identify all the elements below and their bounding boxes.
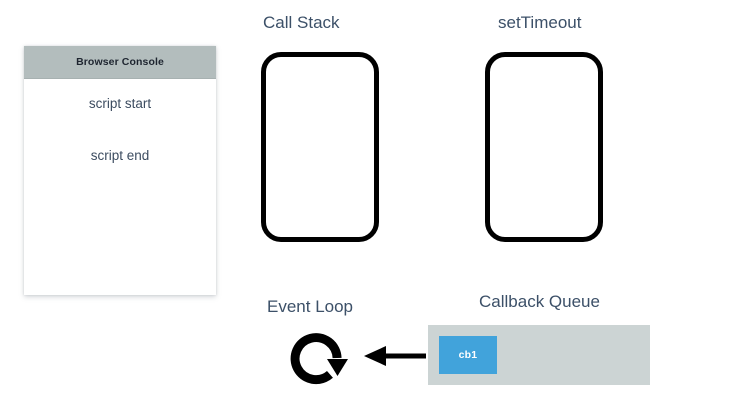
callback-queue-box: cb1 <box>428 325 650 385</box>
callback-queue-title: Callback Queue <box>479 292 600 311</box>
console-log-line: script end <box>90 147 150 163</box>
left-arrow-icon <box>364 342 426 370</box>
call-stack-box <box>261 52 379 242</box>
set-timeout-title: setTimeout <box>498 13 582 32</box>
set-timeout-box <box>485 52 603 242</box>
call-stack-title: Call Stack <box>263 13 340 32</box>
browser-console-body: script start script end <box>24 79 216 200</box>
event-loop-title: Event Loop <box>267 297 354 316</box>
circular-arrow-icon <box>286 326 354 388</box>
browser-console-title: Browser Console <box>76 56 164 68</box>
browser-console-panel: Browser Console script start script end <box>24 46 216 295</box>
callback-queue-item: cb1 <box>439 336 497 374</box>
console-log-line: script start <box>88 96 152 111</box>
browser-console-header: Browser Console <box>24 46 216 79</box>
